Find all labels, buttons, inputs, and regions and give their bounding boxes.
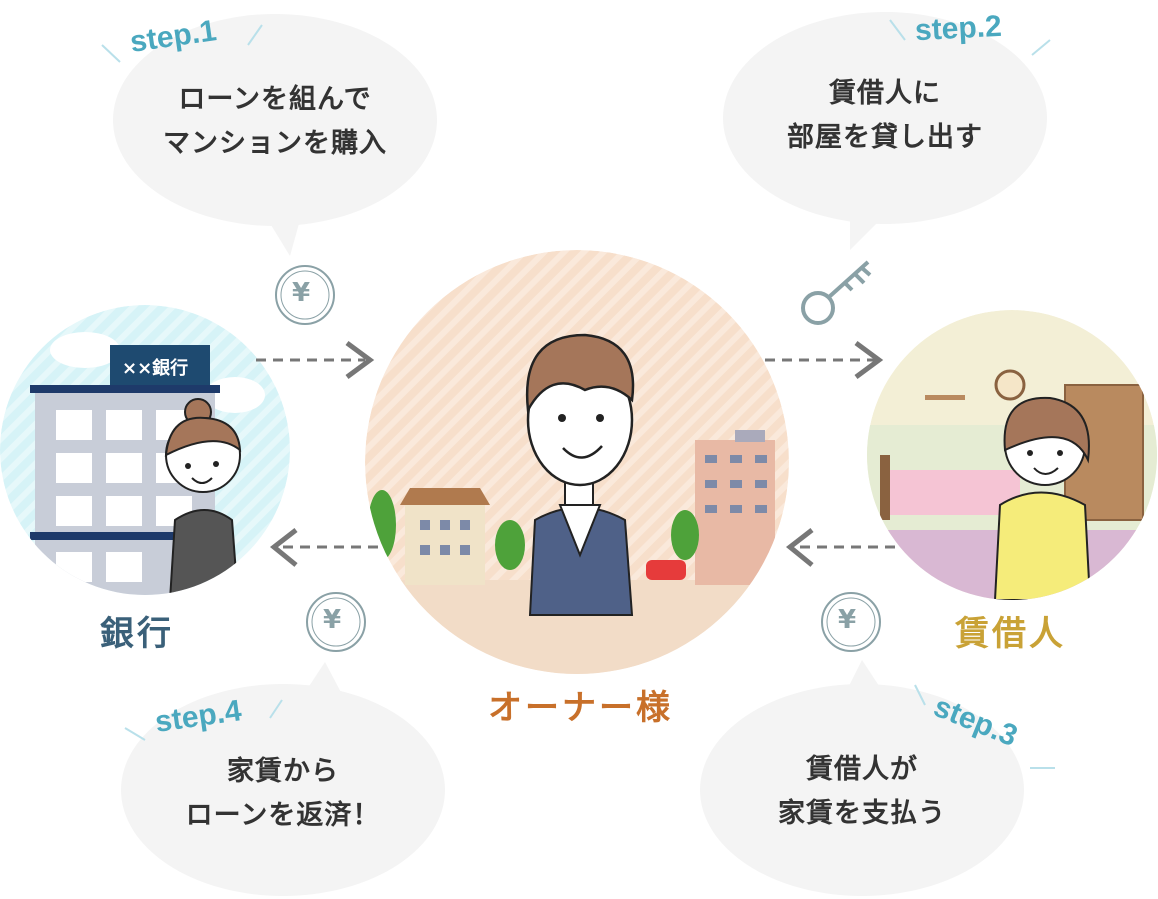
bubble-step-3 [700,660,1024,896]
step-2-text: 賃借人に部屋を貸し出す [730,72,1040,160]
bubble-step-1 [113,14,437,256]
step-3-text: 賃借人が家賃を支払う [707,748,1017,836]
step-3-line-1: 賃借人が [806,754,918,785]
step-4-text: 家賃からローンを返済！ [128,750,438,838]
bank-label: 銀行 [100,614,174,654]
tenant-illustration [867,310,1157,600]
yen-symbol: ¥ [292,278,311,308]
yen-coin-icon [821,592,881,652]
yen-symbol: ¥ [323,605,342,635]
tenant-label: 賃借人 [955,614,1066,654]
key-icon [801,260,872,325]
step-1-line-1: ローンを組んで [178,84,372,115]
yen-coin-icon [275,265,335,325]
step-1-line-2: マンションを購入 [163,128,387,159]
step-4-line-1: 家賃から [227,756,339,787]
step-4-line-2: ローンを返済！ [185,800,381,831]
arrow-bank-to-owner [256,340,375,380]
bubble-step-4 [121,662,445,896]
arrow-owner-to-tenant [765,340,884,380]
step-2-tag: step.2 [914,9,1003,48]
arrow-owner-to-bank [269,528,378,567]
owner-illustration [365,250,789,674]
step-3-line-2: 家賃を支払う [778,798,946,829]
bank-sign: ××銀行 [122,358,189,379]
step-2-line-2: 部屋を貸し出す [787,122,983,153]
owner-label: オーナー様 [488,688,673,728]
bubble-step-2 [723,12,1047,250]
arrow-tenant-to-owner [785,528,895,567]
yen-coin-icon [306,592,366,652]
yen-symbol: ¥ [838,605,857,635]
step-1-text: ローンを組んでマンションを購入 [120,78,430,166]
bank-illustration [0,305,290,595]
step-2-line-1: 賃借人に [829,78,941,109]
